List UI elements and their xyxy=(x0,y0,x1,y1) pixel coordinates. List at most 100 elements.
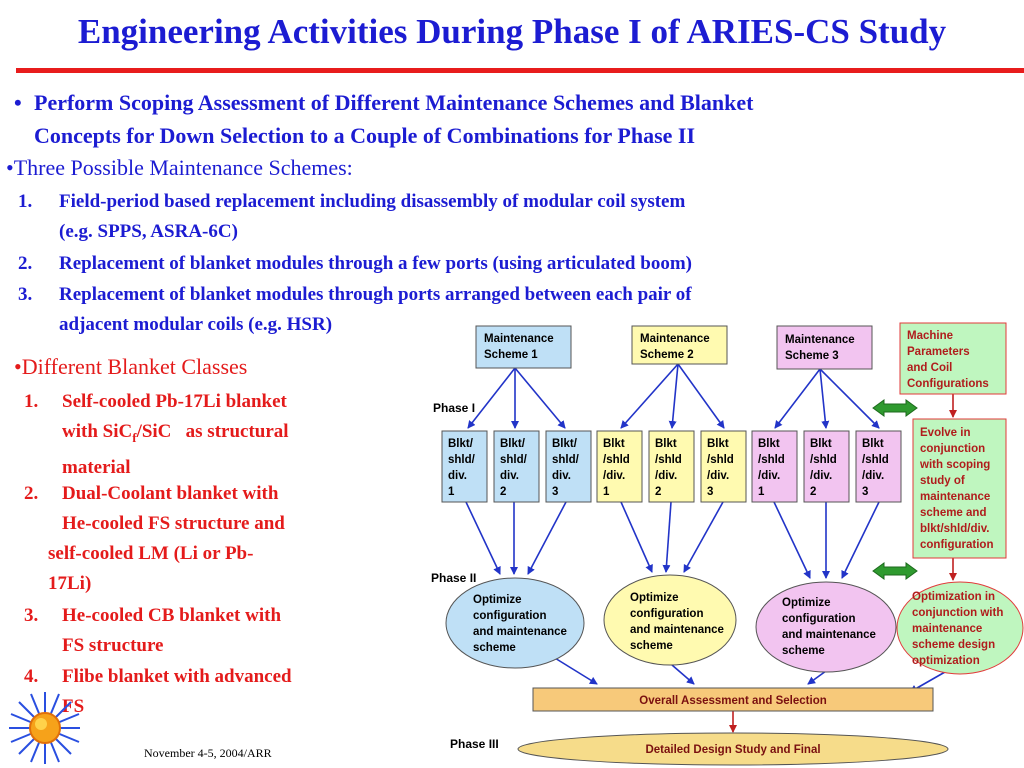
item-line: with SiCf/SiC as structural xyxy=(62,417,384,453)
phase-3-label: Phase III xyxy=(450,737,499,751)
phase-1-label: Phase I xyxy=(433,401,475,415)
item-number: 2. xyxy=(18,253,33,274)
maintenance-scheme-1-box: Maintenance Scheme 1 xyxy=(475,325,572,369)
item-line: Replacement of blanket modules through a… xyxy=(59,253,692,274)
optimize-ellipse-1: Optimize configuration and maintenance s… xyxy=(445,577,585,669)
box-label: and maintenance xyxy=(630,624,724,636)
item-number: 1. xyxy=(18,191,33,212)
box-label: configuration xyxy=(920,539,993,551)
box-label: /div. xyxy=(862,470,884,482)
item-number: 2. xyxy=(24,483,39,504)
box-label: optimization xyxy=(912,655,980,667)
item-line: adjacent modular coils (e.g. HSR) xyxy=(59,314,333,335)
box-label: conjunction xyxy=(920,443,985,455)
evolve-box: Evolve in conjunction with scoping study… xyxy=(912,418,1007,559)
blkt-shld-div-box: Blkt/shld/div.3 xyxy=(700,430,747,503)
box-label: /div. xyxy=(603,470,625,482)
blkt-shld-div-box: Blkt/shld/div.1 xyxy=(751,430,798,503)
box-label: 3 xyxy=(552,486,558,498)
blkt-shld-div-box: Blkt/shld/div.1 xyxy=(441,430,488,503)
item-number: 1. xyxy=(24,391,39,412)
box-label: /div. xyxy=(655,470,677,482)
box-label: Detailed Design Study and Final xyxy=(645,744,820,756)
box-label: and Coil xyxy=(907,362,952,374)
box-label: 1 xyxy=(603,486,610,498)
double-arrow-icon xyxy=(872,399,918,580)
box-label: shld/ xyxy=(500,454,528,466)
box-label: blkt/shld/div. xyxy=(920,523,989,535)
blkt-shld-div-box: Blkt/shld/div. 2 xyxy=(493,430,540,503)
box-label: /shld xyxy=(655,454,682,466)
maintenance-scheme-2-box: Maintenance Scheme 2 xyxy=(631,325,728,365)
item-number: 3. xyxy=(18,284,33,305)
box-label: conjunction with xyxy=(912,607,1003,619)
box-label: maintenance xyxy=(912,623,982,635)
box-label: configuration xyxy=(473,610,546,622)
subscript: f xyxy=(132,429,137,445)
overall-assessment-box: Overall Assessment and Selection xyxy=(532,687,934,712)
maintenance-scheme-3-box: Maintenance Scheme 3 xyxy=(776,325,873,370)
intro-line-2: Concepts for Down Selection to a Couple … xyxy=(34,123,696,148)
footer-date: November 4-5, 2004/ARR xyxy=(144,746,272,760)
optimization-conjunction-ellipse: Optimization in conjunction with mainten… xyxy=(896,581,1024,675)
box-label: Maintenance xyxy=(484,333,554,345)
item-line: Flibe blanket with advanced xyxy=(62,666,292,687)
box-label: scheme xyxy=(782,645,825,657)
box-label: 3 xyxy=(862,486,868,498)
maintenance-item-1: 1. Field-period based replacement includ… xyxy=(18,187,918,247)
item-line: He-cooled FS structure and xyxy=(62,513,285,534)
box-label: 3 xyxy=(707,486,713,498)
maintenance-item-3: 3. Replacement of blanket modules throug… xyxy=(18,280,938,340)
box-label: Scheme 3 xyxy=(785,350,839,362)
sun-logo-icon xyxy=(9,692,80,764)
box-label: Scheme 1 xyxy=(484,349,538,361)
item-line: 17Li) xyxy=(48,573,92,594)
box-label: Overall Assessment and Selection xyxy=(639,695,827,707)
box-label: Blkt xyxy=(655,438,677,450)
item-line: FS xyxy=(62,696,85,717)
optimize-ellipse-2: Optimize configuration and maintenance s… xyxy=(603,574,737,666)
optimize-ellipse-3: Optimize configuration and maintenance s… xyxy=(755,581,897,673)
blanket-classes-heading: •Different Blanket Classes xyxy=(14,354,248,379)
text-part: with SiC xyxy=(62,421,133,442)
text-part: /SiC as structural xyxy=(136,421,289,442)
box-label: Scheme 2 xyxy=(640,349,694,361)
box-label: 2 xyxy=(655,486,661,498)
box-label: 2 xyxy=(810,486,816,498)
box-label: /shld xyxy=(810,454,837,466)
item-number: 3. xyxy=(24,605,39,626)
item-line: Field-period based replacement including… xyxy=(59,191,686,212)
item-line: He-cooled CB blanket with xyxy=(62,605,282,626)
phase-2-label: Phase II xyxy=(431,571,476,585)
box-label: Optimize xyxy=(782,597,831,609)
box-label: Maintenance xyxy=(785,334,855,346)
title-divider xyxy=(16,68,1024,73)
blanket-item-2: 2. Dual-Coolant blanket with He-cooled F… xyxy=(24,479,384,599)
box-label: 2 xyxy=(500,486,506,498)
box-label: Blkt xyxy=(862,438,884,450)
item-line: Replacement of blanket modules through p… xyxy=(59,284,692,305)
box-label: Blkt xyxy=(707,438,729,450)
box-label: Blkt/ xyxy=(552,438,578,450)
box-label: 1 xyxy=(448,486,455,498)
box-label: with scoping xyxy=(919,459,990,471)
box-label: and maintenance xyxy=(473,626,567,638)
box-label: Configurations xyxy=(907,378,989,390)
box-label: div. xyxy=(500,470,519,482)
box-label: Blkt/ xyxy=(500,438,526,450)
box-label: Maintenance xyxy=(640,333,710,345)
intro-line-1: Perform Scoping Assessment of Different … xyxy=(34,90,754,115)
box-label: scheme xyxy=(630,640,673,652)
item-line: Self-cooled Pb-17Li blanket xyxy=(62,391,287,412)
box-label: /shld xyxy=(707,454,734,466)
box-label: Optimize xyxy=(473,594,522,606)
box-label: Blkt xyxy=(758,438,780,450)
box-label: shld/ xyxy=(552,454,580,466)
box-label: scheme xyxy=(473,642,516,654)
box-label: scheme design xyxy=(912,639,995,651)
box-label: Machine xyxy=(907,330,953,342)
item-line: Dual-Coolant blanket with xyxy=(62,483,279,504)
box-label: maintenance xyxy=(920,491,990,503)
item-line: self-cooled LM (Li or Pb- xyxy=(48,543,254,564)
